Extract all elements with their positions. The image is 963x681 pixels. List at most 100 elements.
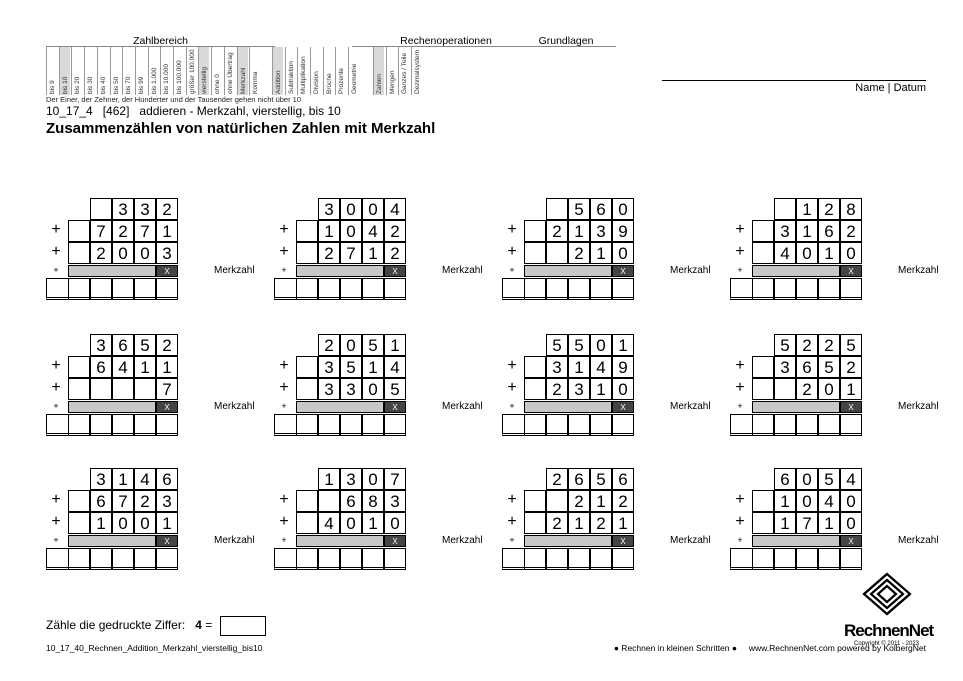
result-cell[interactable] — [112, 278, 134, 300]
result-cell[interactable] — [590, 414, 612, 436]
header-col-label: bis 40 — [99, 76, 107, 94]
header-col-label: Subtraktion — [287, 61, 295, 94]
header-col-label: bis 10 — [61, 76, 69, 94]
result-cell[interactable] — [840, 548, 862, 570]
result-cell[interactable] — [612, 278, 634, 300]
digit-cell: 1 — [796, 220, 818, 242]
result-cell[interactable] — [384, 278, 406, 300]
result-cell[interactable] — [112, 548, 134, 570]
result-cell[interactable] — [524, 278, 546, 300]
carry-row[interactable] — [296, 265, 384, 277]
result-cell[interactable] — [384, 414, 406, 436]
result-cell[interactable] — [818, 278, 840, 300]
digit-cell — [752, 242, 774, 264]
carry-row[interactable] — [524, 535, 612, 547]
result-cell[interactable] — [840, 278, 862, 300]
digit-cell: 5 — [546, 334, 568, 356]
result-cell[interactable] — [296, 548, 318, 570]
result-cell[interactable] — [752, 278, 774, 300]
result-cell[interactable] — [612, 548, 634, 570]
result-cell[interactable] — [524, 548, 546, 570]
result-cell[interactable] — [68, 278, 90, 300]
result-cell[interactable] — [796, 278, 818, 300]
result-cell[interactable] — [590, 278, 612, 300]
digit-cell — [134, 378, 156, 400]
result-cell[interactable] — [90, 278, 112, 300]
result-cell[interactable] — [546, 548, 568, 570]
carry-row[interactable] — [68, 401, 156, 413]
digit-cell: 6 — [112, 334, 134, 356]
carry-row[interactable] — [752, 401, 840, 413]
result-cell[interactable] — [318, 548, 340, 570]
result-cell[interactable] — [774, 548, 796, 570]
result-cell[interactable] — [568, 278, 590, 300]
result-cell[interactable] — [524, 414, 546, 436]
count-answer-box[interactable] — [219, 616, 266, 636]
result-cell[interactable] — [156, 278, 178, 300]
result-cell[interactable] — [134, 414, 156, 436]
result-cell[interactable] — [296, 414, 318, 436]
carry-row[interactable] — [524, 401, 612, 413]
digit-cell — [524, 356, 546, 378]
result-cell[interactable] — [296, 278, 318, 300]
result-cell[interactable] — [112, 414, 134, 436]
result-cell[interactable] — [818, 414, 840, 436]
result-cell[interactable] — [134, 278, 156, 300]
result-cell[interactable] — [68, 548, 90, 570]
result-cell[interactable] — [134, 548, 156, 570]
result-cell[interactable] — [318, 278, 340, 300]
header-col-label: bis 9 — [49, 80, 56, 94]
result-cell[interactable] — [752, 548, 774, 570]
carry-row[interactable] — [524, 265, 612, 277]
result-cell[interactable] — [362, 278, 384, 300]
plus-sign: + — [735, 221, 745, 238]
result-cell[interactable] — [362, 548, 384, 570]
result-cell[interactable] — [156, 414, 178, 436]
header-col-label: Brüche — [325, 73, 333, 94]
header-group-2: Grundlagen — [516, 36, 616, 47]
result-cell[interactable] — [340, 414, 362, 436]
result-cell[interactable] — [90, 548, 112, 570]
plus-sign: + — [51, 491, 61, 508]
result-cell[interactable] — [612, 414, 634, 436]
digit-cell: 3 — [90, 468, 112, 490]
result-cell[interactable] — [318, 414, 340, 436]
digit-cell: 2 — [112, 220, 134, 242]
digit-cell: 4 — [112, 356, 134, 378]
carry-row[interactable] — [752, 265, 840, 277]
header-col-22: Prozente — [335, 47, 346, 95]
result-cell[interactable] — [796, 414, 818, 436]
plus-sign: + — [735, 513, 745, 530]
result-cell[interactable] — [774, 278, 796, 300]
carry-row[interactable] — [68, 265, 156, 277]
result-cell[interactable] — [568, 414, 590, 436]
result-cell[interactable] — [546, 278, 568, 300]
result-cell[interactable] — [90, 414, 112, 436]
digit-cell: 3 — [384, 490, 406, 512]
digit-cell: 5 — [774, 334, 796, 356]
result-cell[interactable] — [340, 548, 362, 570]
result-cell[interactable] — [840, 414, 862, 436]
name-date-field[interactable]: Name | Datum — [662, 80, 926, 94]
result-cell[interactable] — [590, 548, 612, 570]
result-cell[interactable] — [752, 414, 774, 436]
carry-row[interactable] — [296, 401, 384, 413]
result-cell[interactable] — [818, 548, 840, 570]
digit-cell: 3 — [318, 356, 340, 378]
carry-row[interactable] — [752, 535, 840, 547]
result-cell[interactable] — [384, 548, 406, 570]
carry-row[interactable] — [68, 535, 156, 547]
result-cell[interactable] — [156, 548, 178, 570]
result-cell[interactable] — [546, 414, 568, 436]
carry-plus: + — [281, 535, 287, 545]
result-cell[interactable] — [568, 548, 590, 570]
plus-sign: + — [51, 221, 61, 238]
carry-row[interactable] — [296, 535, 384, 547]
result-cell[interactable] — [774, 414, 796, 436]
digit-cell: 0 — [590, 334, 612, 356]
result-cell[interactable] — [340, 278, 362, 300]
result-cell[interactable] — [362, 414, 384, 436]
result-cell[interactable] — [796, 548, 818, 570]
digit-cell — [296, 490, 318, 512]
result-cell[interactable] — [68, 414, 90, 436]
